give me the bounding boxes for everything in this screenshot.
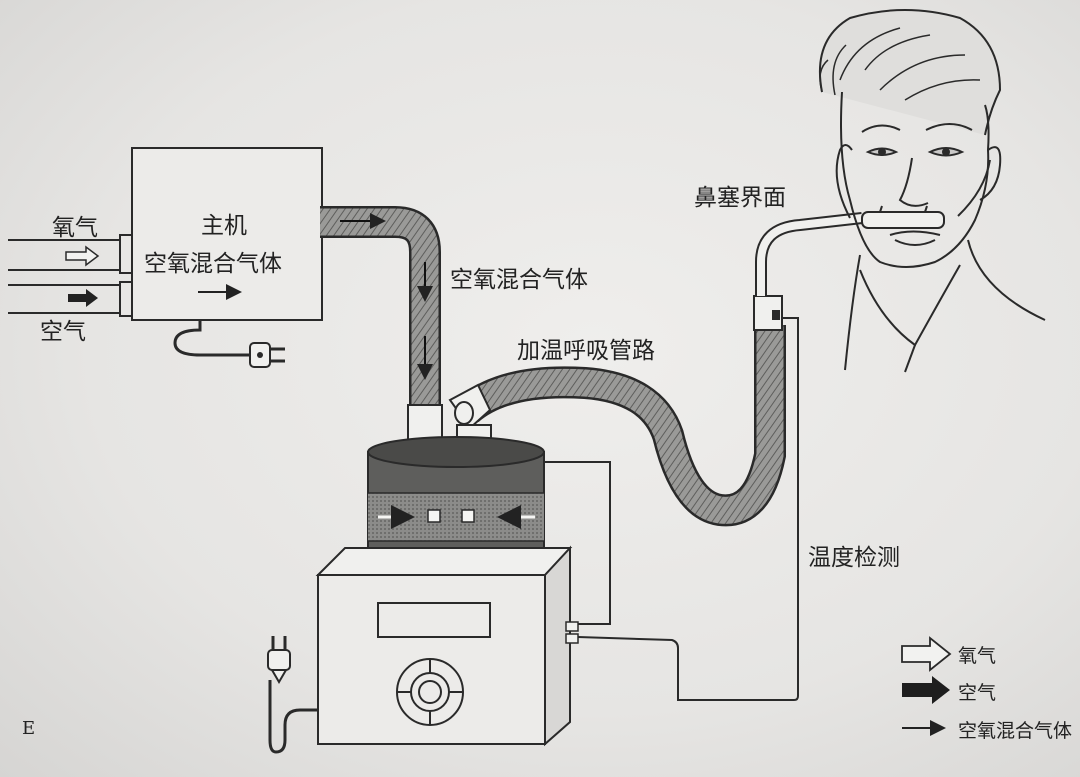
temperature-sensing-label: 温度检测 xyxy=(808,545,900,571)
main-unit-subtitle: 空氧混合气体 xyxy=(144,251,282,277)
oxygen-inlet-pipe xyxy=(8,239,122,271)
control-dial xyxy=(396,658,464,726)
main-unit-plug-icon xyxy=(249,342,285,368)
chamber-window xyxy=(427,509,441,523)
nasal-interface-label: 鼻塞界面 xyxy=(694,185,786,211)
chamber-window xyxy=(461,509,475,523)
mixed-gas-tube-label: 空氧混合气体 xyxy=(450,267,588,293)
patient-head xyxy=(818,9,1046,373)
legend-solid-arrow-icon xyxy=(902,676,950,704)
legend-label-air: 空气 xyxy=(958,682,997,704)
base-plug-icon xyxy=(267,636,291,684)
cannula-strap xyxy=(835,144,991,219)
sensor-ports xyxy=(565,621,579,644)
base-power-cord xyxy=(268,680,318,754)
air-inlet-pipe xyxy=(8,284,122,314)
air-inlet-label: 空气 xyxy=(40,319,86,345)
panel-letter: E xyxy=(22,718,36,739)
display-panel xyxy=(377,602,491,638)
mixed-gas-tube xyxy=(320,206,441,405)
oxygen-inlet-label: 氧气 xyxy=(52,215,98,241)
chamber-temperature-wire xyxy=(544,461,611,625)
patient-temperature-wire xyxy=(577,317,799,701)
main-unit-power-cord xyxy=(173,320,252,357)
nasal-prong xyxy=(861,211,945,229)
oxygen-hollow-arrow-icon xyxy=(65,245,100,267)
legend-label-oxygen: 氧气 xyxy=(958,645,997,667)
legend-label-mixed-gas: 空氧混合气体 xyxy=(958,720,1073,742)
air-solid-arrow-icon xyxy=(68,289,98,307)
heated-circuit-label: 加温呼吸管路 xyxy=(517,338,655,364)
legend-hollow-arrow-icon xyxy=(901,636,952,672)
main-unit-title: 主机 xyxy=(201,213,247,239)
chamber-outlet-elbow xyxy=(448,383,492,430)
